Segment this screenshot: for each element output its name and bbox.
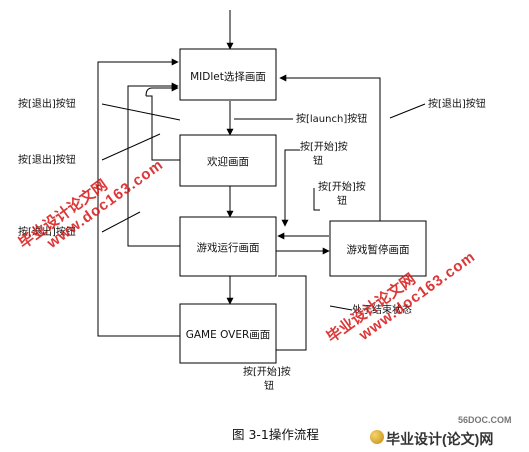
- label-exit-3: 按[退出]按钮: [18, 227, 76, 238]
- box-gameover: [179, 303, 277, 364]
- label-start-1-line1: 按[开始]按: [300, 142, 348, 153]
- site-logo-main: 毕业设计(论文)网: [386, 431, 494, 447]
- leader-end-state: [329, 305, 353, 311]
- label-exit-1: 按[退出]按钮: [18, 99, 76, 110]
- leader-start-2: [313, 188, 320, 211]
- site-logo-small: 56DOC.COM: [458, 415, 512, 425]
- label-start-2-line2: 钮: [337, 196, 347, 207]
- arrow-paused-exit: [279, 74, 381, 222]
- leader-start-1: [281, 149, 300, 227]
- box-paused-label: 游戏暂停画面: [346, 244, 410, 256]
- leader-exit-2: [101, 133, 161, 161]
- loop-outer-gameover: [97, 58, 180, 337]
- box-paused: [329, 220, 427, 277]
- label-exit-2: 按[退出]按钮: [18, 155, 76, 166]
- box-running-label: 游戏运行画面: [196, 242, 260, 254]
- label-start-2-line1: 按[开始]按: [318, 182, 366, 193]
- loop-welcome: [146, 95, 180, 161]
- box-welcome-label: 欢迎画面: [207, 156, 249, 168]
- box-gameover-label: GAME OVER画面: [185, 329, 271, 341]
- figure-caption: 图 3-1操作流程: [232, 427, 319, 442]
- arrow-gameover-back: [276, 275, 307, 351]
- label-start-3-line2: 钮: [264, 381, 274, 392]
- box-running: [179, 216, 277, 277]
- logo-globe-icon: [370, 430, 384, 444]
- label-start-1-line2: 钮: [313, 156, 323, 167]
- label-exit-right: 按[退出]按钮: [428, 99, 486, 110]
- box-midlet: [179, 48, 277, 101]
- box-midlet-label: MIDlet选择画面: [190, 71, 266, 83]
- label-launch: 按[launch]按钮: [296, 114, 368, 125]
- leader-exit-right: [389, 103, 426, 119]
- label-end-state: 处于结束状态: [352, 305, 412, 316]
- label-start-3-line1: 按[开始]按: [243, 367, 291, 378]
- leader-exit-1: [101, 103, 181, 121]
- leader-exit-3: [101, 211, 141, 233]
- loop-welcome-bump: [145, 84, 179, 97]
- loop-left-running: [127, 82, 180, 247]
- box-welcome: [179, 134, 277, 187]
